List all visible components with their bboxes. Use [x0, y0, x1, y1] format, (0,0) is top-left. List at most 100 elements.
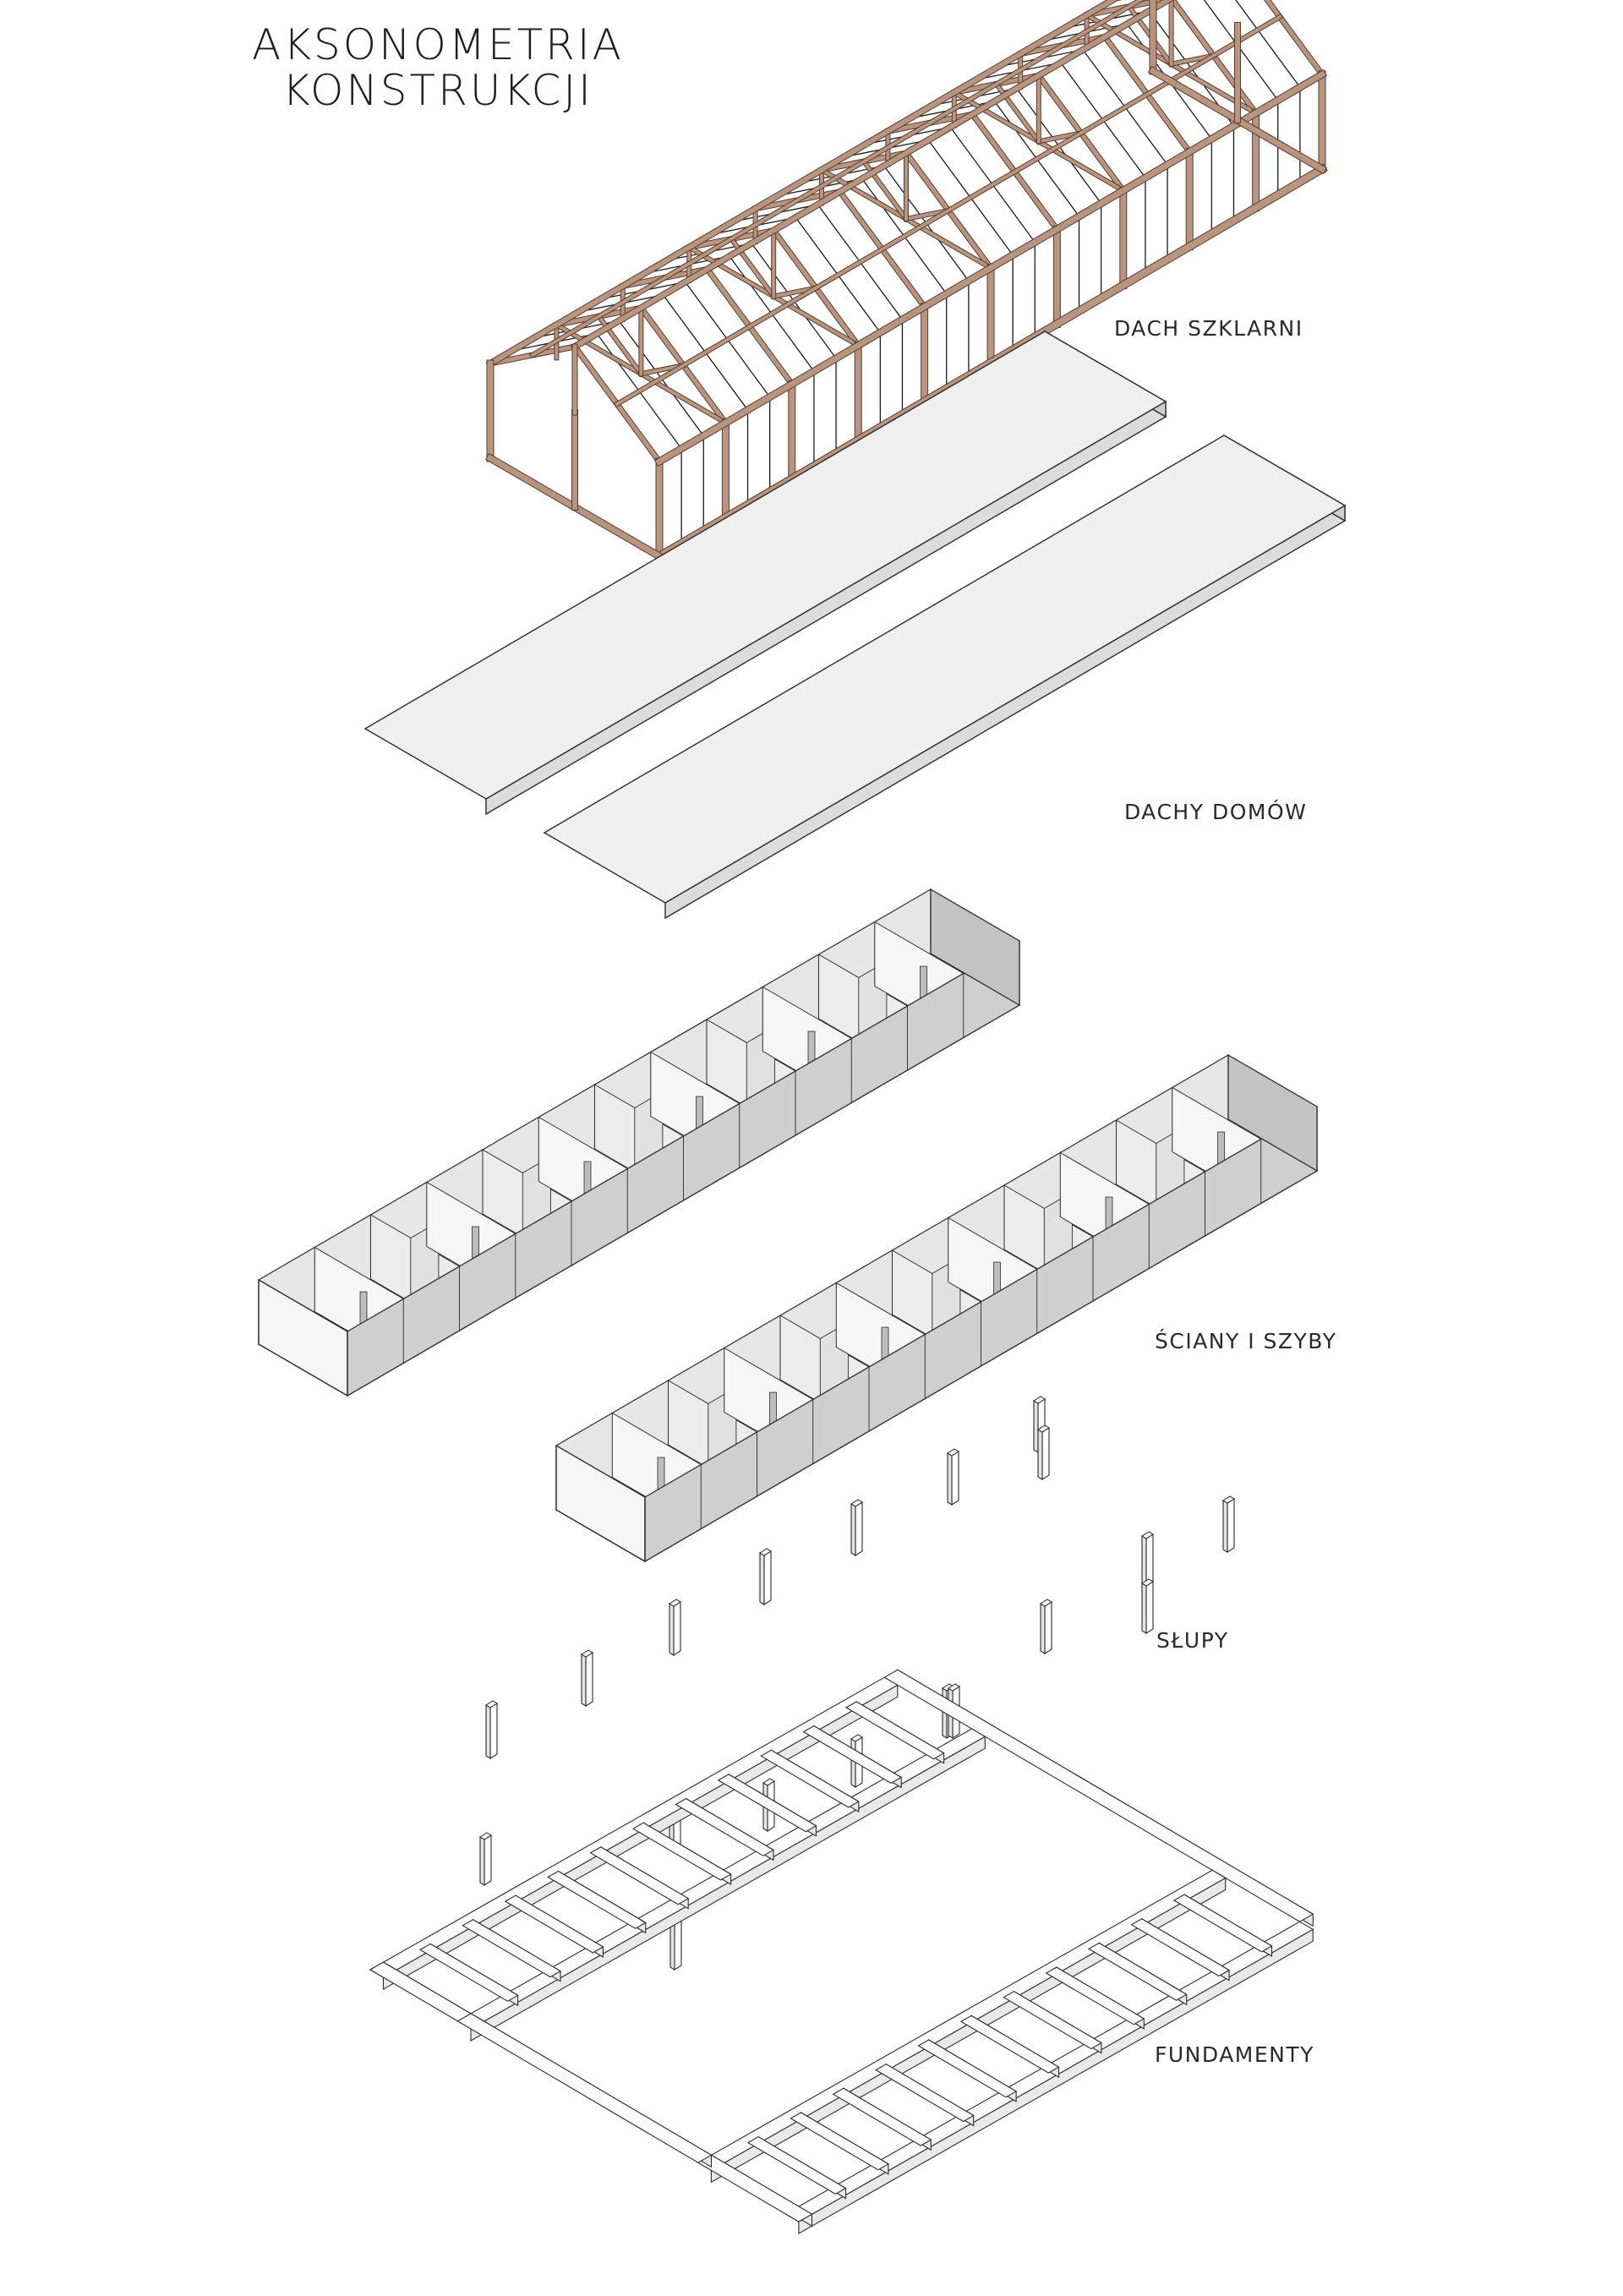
foundation-beam-connector-top [883, 1669, 1314, 1922]
foundation-cross-tie-2-top [1003, 1991, 1102, 2050]
column-side [1141, 1535, 1147, 1588]
column [1222, 1495, 1235, 1553]
column-side [759, 1552, 765, 1605]
column [1037, 1424, 1050, 1480]
title-line-1: AKSONOMETRIA [252, 20, 624, 69]
foundations [369, 1669, 1314, 2235]
column-top [485, 1700, 498, 1708]
foundation-cross-tie-1-top [589, 1846, 690, 1905]
foundation-cross-tie-1 [462, 1918, 562, 1982]
column-top [948, 1683, 960, 1692]
column-face [951, 1451, 959, 1506]
foundation-cross-tie-2 [790, 2112, 889, 2175]
foundation-cross-tie-1-top [504, 1894, 604, 1954]
foundation-cross-tie-1 [844, 1701, 945, 1764]
column-side [485, 1704, 491, 1759]
column-top [759, 1548, 772, 1556]
foundation-cross-tie-1 [802, 1725, 903, 1789]
foundation-cross-tie-2-top [746, 2136, 847, 2195]
column-side [850, 1738, 856, 1788]
label-house-roofs: DACHY DOMÓW [1124, 800, 1308, 824]
column-side [669, 1603, 675, 1656]
foundation-beam-end-1 [369, 1961, 485, 2035]
column-side [850, 1503, 856, 1556]
foundation-cross-tie-2 [959, 2014, 1060, 2079]
column-top [1040, 1599, 1052, 1607]
foundation-cross-tie-1 [418, 1943, 519, 2007]
column-face [1227, 1498, 1235, 1553]
foundation-cross-tie-1-top [631, 1822, 732, 1881]
foundation-cross-tie-2-top [1172, 1894, 1273, 1953]
house-roof-slab-1 [363, 330, 1167, 816]
label-greenhouse-roof: DACH SZKLARNI [1114, 316, 1303, 341]
foundation-cross-tie-2 [1003, 1990, 1102, 2054]
column-side [1040, 1603, 1046, 1654]
column-face [674, 1919, 682, 1971]
foundation-cross-tie-1-top [844, 1701, 945, 1760]
foundation-cross-tie-1 [760, 1749, 860, 1813]
foundation-cross-tie-1-top [547, 1870, 647, 1929]
wall-block-1-right-wall [930, 888, 1020, 1007]
house-roof-slab-1-top-face [363, 331, 1167, 800]
column-top [762, 1778, 775, 1786]
foundation-cross-tie-2 [746, 2135, 847, 2200]
column-top [1033, 1396, 1046, 1404]
foundation-cross-tie-2-top [832, 2087, 932, 2146]
foundation-cross-tie-2-top [874, 2064, 975, 2123]
column-face [763, 1550, 772, 1605]
column-face [1044, 1601, 1052, 1654]
column-side [581, 1654, 587, 1707]
foundation-cross-tie-2-top [790, 2112, 889, 2171]
column-side [1222, 1500, 1228, 1553]
foundation-cross-tie-2 [832, 2087, 932, 2151]
foundation-cross-tie-2-top [1130, 1918, 1231, 1977]
column-face [1041, 1427, 1050, 1480]
foundation-cross-tie-1 [504, 1894, 604, 1958]
house-roof-slab-2 [543, 434, 1347, 920]
foundation-cross-tie-1-top [675, 1797, 775, 1856]
foundation-cross-tie-1 [547, 1870, 647, 1934]
foundation-cross-tie-2 [1130, 1917, 1231, 1982]
foundation-cross-tie-2 [917, 2039, 1018, 2102]
column [581, 1649, 593, 1707]
column [1040, 1599, 1052, 1654]
column-top [1037, 1424, 1050, 1433]
column [947, 1448, 959, 1506]
foundation-cross-tie-1-top [760, 1749, 860, 1808]
column [759, 1548, 772, 1605]
foundation-cross-tie-1-top [802, 1725, 903, 1785]
foundation-cross-tie-2-top [959, 2014, 1060, 2074]
foundation-cross-tie-1 [675, 1797, 775, 1861]
column [669, 1599, 681, 1656]
foundation-cross-tie-2-top [917, 2039, 1018, 2098]
foundation-cross-tie-2 [874, 2063, 975, 2127]
column-top [1141, 1531, 1154, 1539]
column-side [669, 1921, 675, 1971]
foundation-cross-tie-1-top [462, 1919, 562, 1978]
column-side [947, 1452, 953, 1506]
label-columns: SŁUPY [1156, 1628, 1229, 1653]
column-face [1145, 1581, 1154, 1634]
wall-block-2 [555, 1053, 1319, 1563]
column-top [581, 1649, 593, 1658]
foundation-cross-tie-1 [589, 1845, 690, 1910]
column-face [585, 1652, 593, 1707]
column [485, 1700, 498, 1759]
foundation-cross-tie-2 [1172, 1894, 1273, 1957]
column-side [1033, 1400, 1039, 1453]
title-line-2: KONSTRUKCJI [282, 66, 593, 115]
house-roof-slab-2-top-face [543, 435, 1347, 904]
column-top [1222, 1495, 1235, 1504]
foundation-cross-tie-2 [1045, 1966, 1145, 2030]
foundation-cross-tie-1-top [717, 1774, 817, 1833]
column-top [850, 1734, 863, 1742]
column [479, 1832, 492, 1886]
column [948, 1683, 960, 1739]
column-side [1037, 1429, 1043, 1480]
foundation-beam-left-connector-top [456, 2013, 713, 2163]
walls-and-shafts [257, 888, 1319, 1563]
column-face [855, 1501, 863, 1556]
column-face [489, 1703, 498, 1759]
column-top [947, 1448, 959, 1457]
